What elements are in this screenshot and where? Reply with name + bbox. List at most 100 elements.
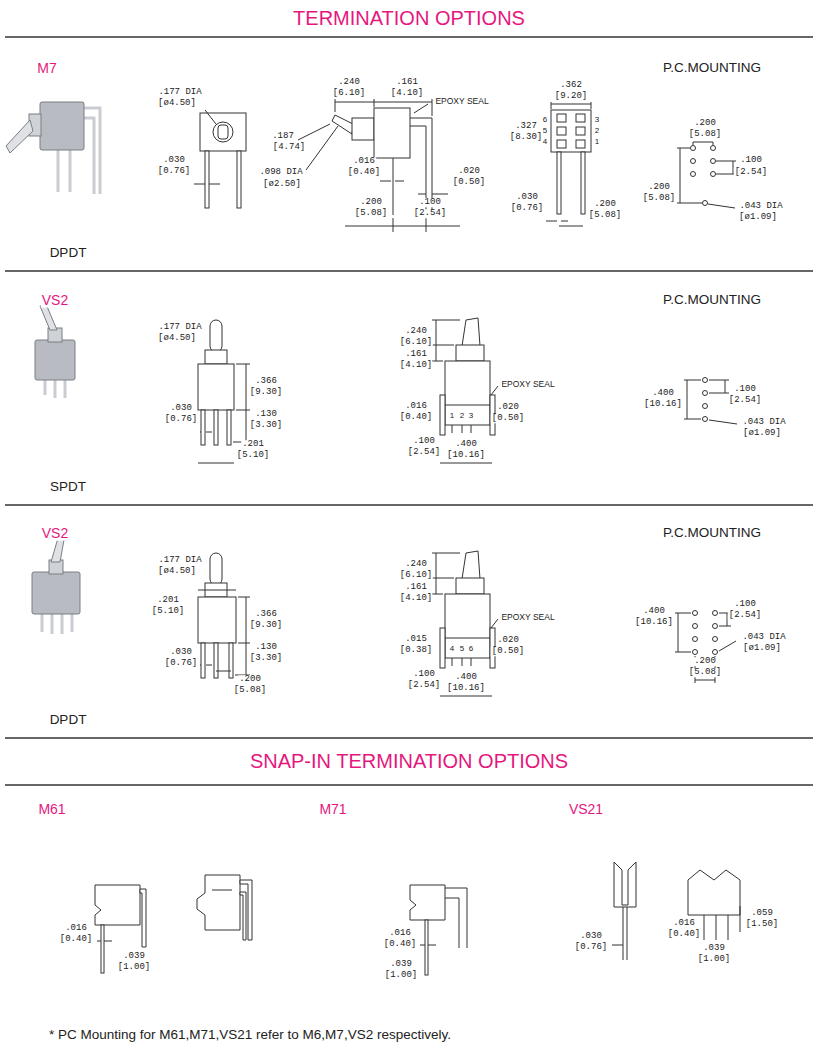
dimension-label: .059 [750,909,774,918]
bottom-view [557,114,566,122]
switch-photo [6,102,100,194]
side-view [395,181,404,182]
front-view [198,597,236,643]
switch-photo [40,304,57,330]
side-view [374,99,375,107]
dimension-label: .100 [733,385,757,394]
dimension-label: [0.76] [574,943,608,952]
side-view [418,194,426,195]
snap-in-view [445,898,459,948]
front-view [200,113,246,151]
front-view [214,643,218,678]
dimension-label: .362 [559,81,583,90]
pcb-hole-pattern [713,624,718,629]
pcb-hole-pattern [695,680,715,681]
dimension-label: .043 DIA [741,633,786,642]
dimension-label: [5.08] [354,209,388,218]
side-view [414,104,428,113]
dimension-label: .366 [254,377,278,386]
pcb-hole-pattern [693,611,698,616]
pin-number: 6 [542,116,548,124]
pcb-hole-pattern [713,650,718,655]
dimension-label: [ø2.50] [262,180,302,189]
dimension-label: [5.08] [642,194,676,203]
dimension-label: .030 [169,648,193,657]
front-view [229,643,233,678]
side-view [298,124,330,140]
bottom-view [581,152,585,214]
front-view [246,364,247,442]
pcb-hole-pattern [678,613,679,652]
pin-number: 4 [542,138,548,146]
dimension-label: [9.20] [554,92,588,101]
side-view [436,553,437,594]
front-view [205,151,209,208]
side-view [445,405,490,406]
dimension-label: .240 [404,560,428,569]
dimension-label: .100 [418,198,442,207]
dimension-label: .100 [739,156,763,165]
snap-in-view [425,920,428,975]
section-rule [5,504,813,506]
side-view [491,386,498,395]
side-view [440,696,492,697]
pcb-hole-pattern [711,159,716,164]
bottom-view [557,127,566,135]
pin-number: 4 [449,645,455,653]
side-view [335,102,432,103]
dimension-label: [9.30] [249,621,283,630]
dimension-label: .240 [337,78,361,87]
dimension-label: .043 DIA [741,418,786,427]
pcb-hole-pattern [709,420,737,424]
section-heading: TERMINATION OPTIONS [292,8,526,29]
pcb-hole-pattern [713,142,714,145]
side-view [352,118,374,140]
pcb-hole-pattern [719,626,731,627]
side-view [471,425,472,433]
dimension-label: [0.40] [347,168,381,177]
snap-in-view [240,892,246,940]
dimension-label: .098 DIA [258,168,303,177]
dimension-label: [0.38] [399,646,433,655]
snap-in-view [101,925,104,973]
dimension-label: [4.10] [390,89,424,98]
snap-in-view [240,880,252,940]
side-view [445,594,490,658]
dimension-label: .130 [254,410,278,419]
dimension-label: .020 [457,167,481,176]
dimension-label: [0.50] [491,647,525,656]
dimension-label: [0.40] [383,940,417,949]
snap-in-view [688,870,740,915]
dimension-label: .201 [241,440,265,449]
dimension-label: [3.30] [249,421,283,430]
pcb-hole-pattern [680,148,681,203]
bottom-view [557,152,561,214]
snap-in-view [212,890,232,891]
side-view [432,551,498,696]
dimension-label: .016 [672,919,696,928]
pcb-hole-pattern [703,201,708,206]
snap-in-view [716,915,717,940]
side-view [440,628,445,668]
switch-photo [69,150,72,192]
snap-in-view [428,945,436,946]
dimension-label: .039 [702,944,726,953]
pin-number: 5 [459,645,465,653]
side-view [491,619,498,628]
dimension-label: .100 [733,600,757,609]
switch-photo [84,108,100,194]
front-view [201,643,205,678]
side-view [306,126,338,170]
view-caption: SPDT [49,480,87,494]
bottom-view [546,102,591,226]
dimension-label: .400 [454,673,478,682]
dimension-label: .015 [404,635,428,644]
side-view [432,320,460,321]
pcb-hole-pattern [693,624,698,629]
bottom-view [591,102,592,109]
dimension-label: [ø1.09] [738,213,778,222]
switch-photo [32,538,80,634]
dimension-label: [2.54] [734,168,768,177]
dimension-label: .016 [64,924,88,933]
dimension-label: .200 [647,183,671,192]
